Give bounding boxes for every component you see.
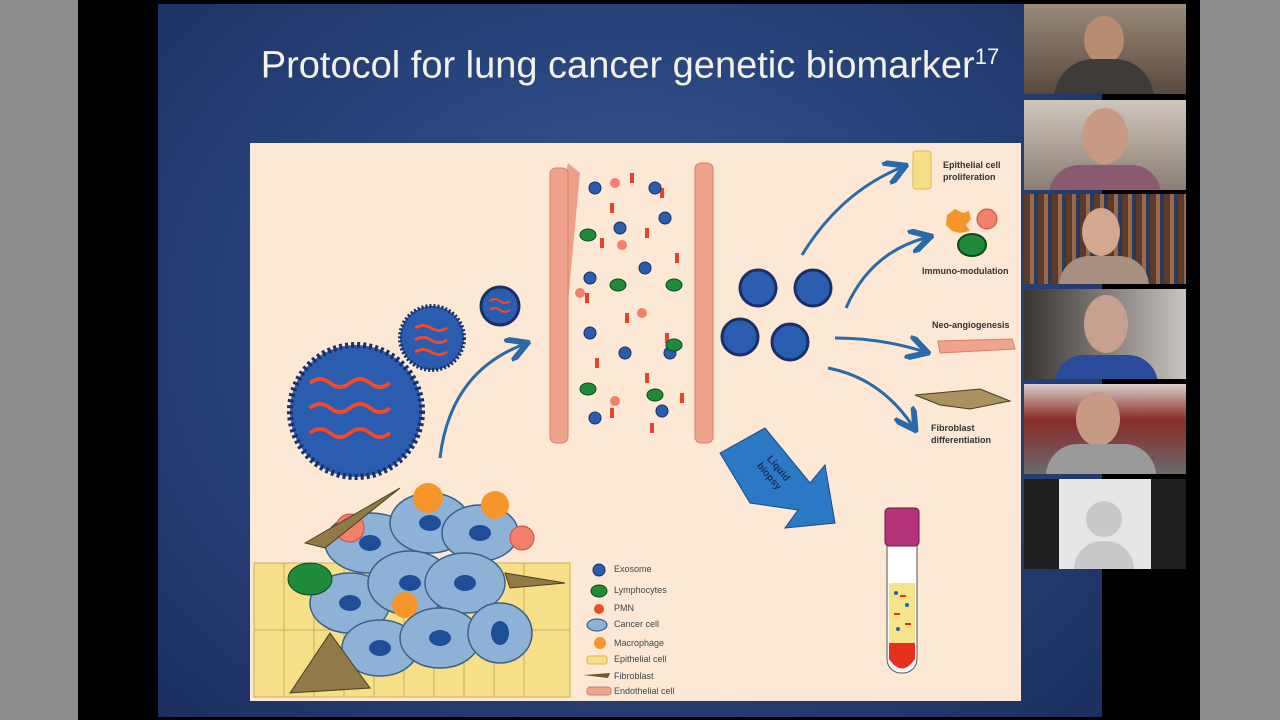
- legend-macrophage: Macrophage: [614, 638, 665, 648]
- title-citation: 17: [974, 44, 1000, 69]
- legend-endothelial-cell: Endothelial cell: [614, 686, 675, 696]
- participant-tile-3[interactable]: [1024, 194, 1186, 284]
- outcome-epithelial-proliferation: Epithelial cell proliferation: [943, 160, 1001, 182]
- participant-tile-5[interactable]: [1024, 384, 1186, 474]
- participant-tile-6[interactable]: [1024, 479, 1186, 569]
- participant-tile-4[interactable]: [1024, 289, 1186, 379]
- legend-pmn: PMN: [614, 603, 634, 613]
- participant-tile-2[interactable]: [1024, 100, 1186, 190]
- meeting-stage: Protocol for lung cancer genetic biomark…: [78, 0, 1200, 720]
- outcome-neo-angiogenesis: Neo-angiogenesis: [932, 320, 1010, 330]
- blood-vessel: [549, 162, 714, 444]
- slide-title-text: Protocol for lung cancer genetic biomark…: [260, 44, 975, 87]
- slide-title: Protocol for lung cancer genetic biomark…: [158, 44, 1102, 88]
- legend-cancer-cell: Cancer cell: [614, 619, 660, 629]
- participant-tile-1[interactable]: [1024, 4, 1186, 94]
- legend-exosome: Exosome: [614, 564, 652, 574]
- liquid-biopsy-arrow: [719, 427, 836, 529]
- outcome-fibroblast-differentiation: Fibroblast differentiation: [931, 423, 991, 445]
- person-icon: [1086, 501, 1122, 537]
- diagram-graphics: [253, 150, 1016, 698]
- exosomes-left: [287, 285, 522, 480]
- shared-slide: Protocol for lung cancer genetic biomark…: [158, 4, 1102, 717]
- outcome-immuno-modulation: Immuno-modulation: [922, 266, 1009, 276]
- legend-lymphocytes: Lymphocytes: [614, 585, 667, 595]
- legend-icons: [583, 563, 612, 696]
- blood-tube: [884, 507, 920, 674]
- legend-epithelial-cell: Epithelial cell: [614, 654, 667, 664]
- exosomes-right: [720, 268, 833, 362]
- legend-fibroblast: Fibroblast: [614, 671, 654, 681]
- biomarker-diagram: Epithelial cell proliferation Immuno-mod…: [250, 143, 1021, 701]
